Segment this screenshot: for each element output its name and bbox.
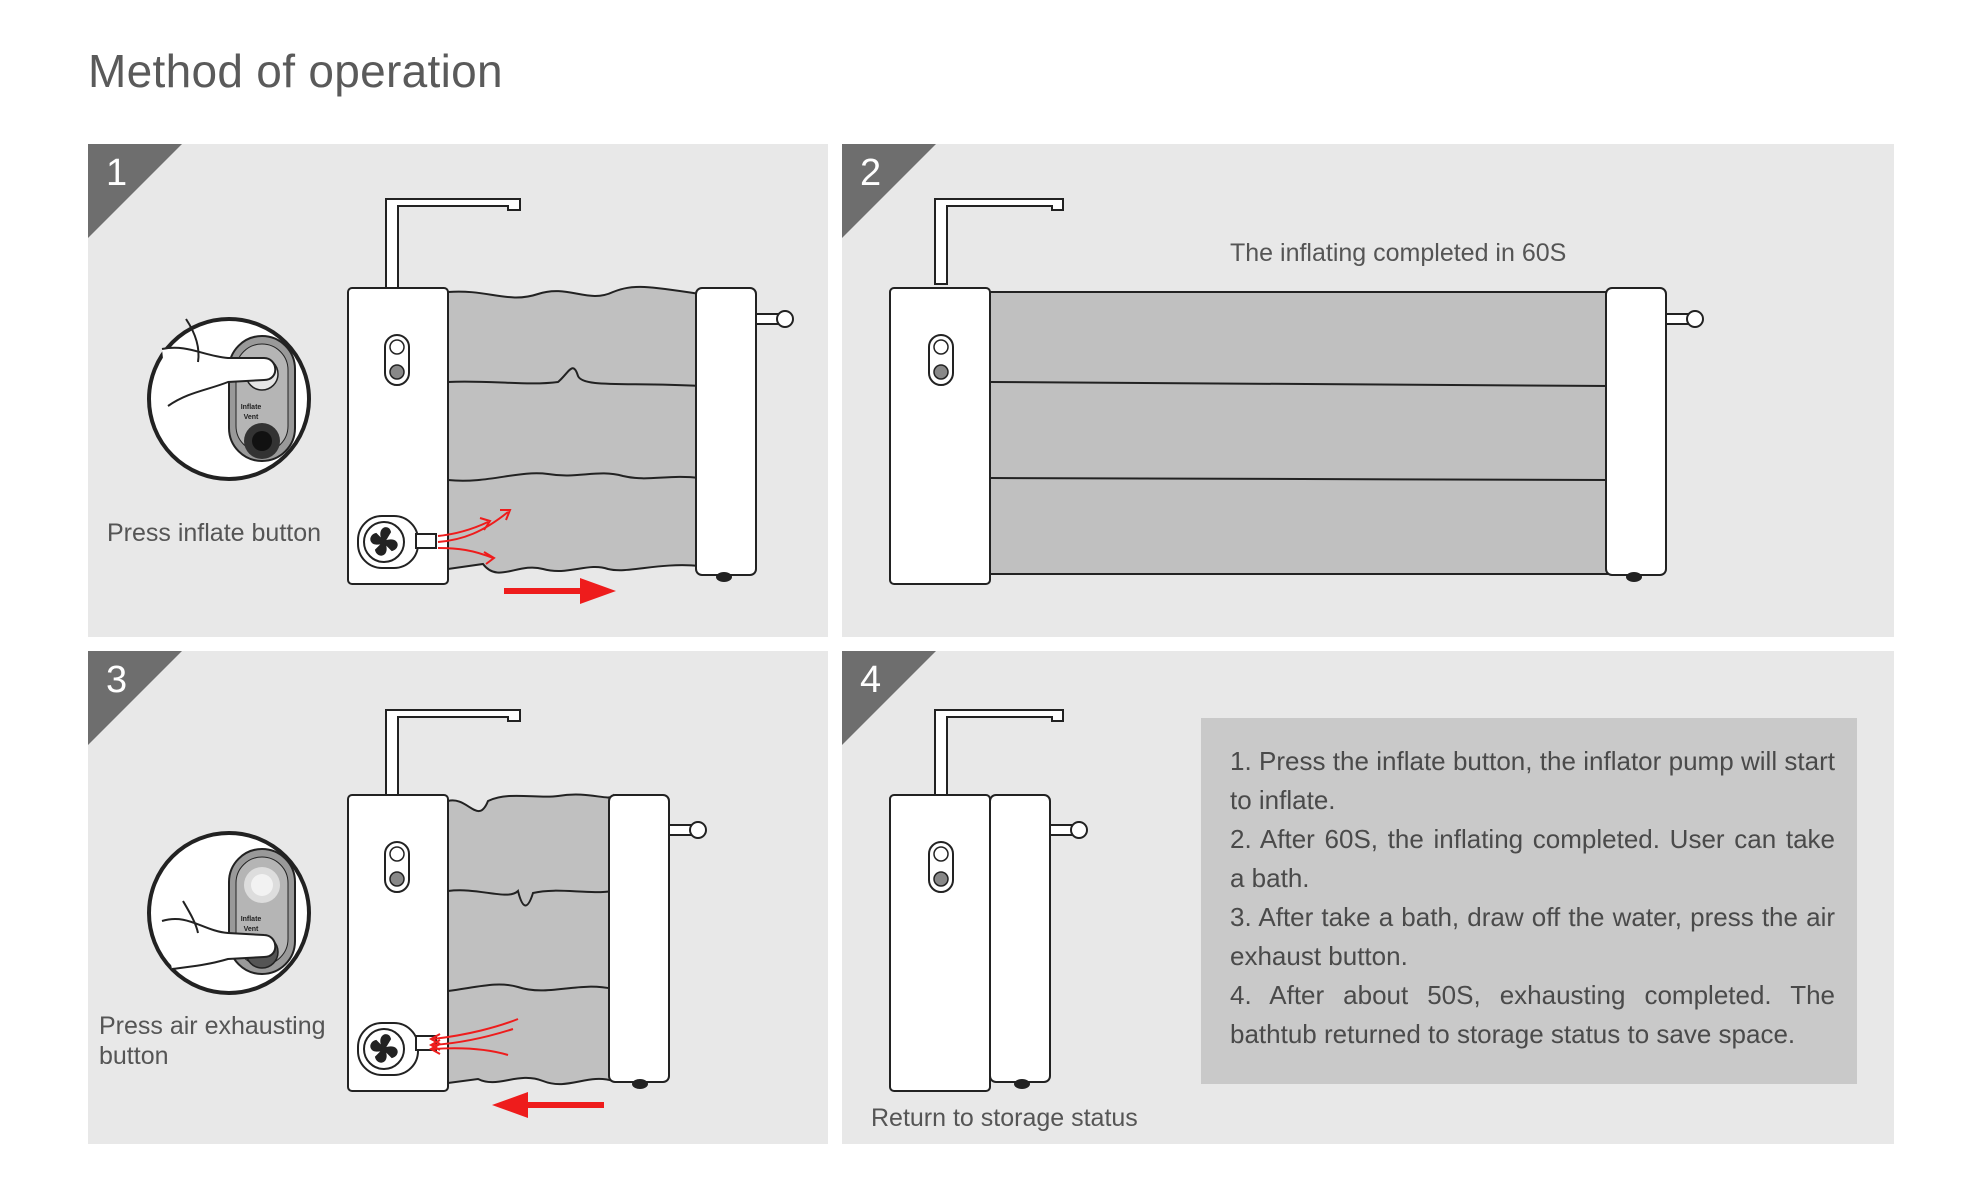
fan-icon: [357, 1022, 437, 1076]
airflow-arrows-icon: [428, 1018, 519, 1056]
step-corner-tag: [842, 144, 936, 238]
tub-deflating: [447, 793, 614, 1086]
step-1-illustration: Inflate Vent: [147, 198, 794, 604]
finger-press-icon: [147, 317, 311, 481]
step-3-illustration: Inflate Vent: [147, 709, 707, 1118]
faucet-icon: [385, 198, 521, 289]
step-number: 4: [860, 659, 882, 701]
instruction-item: 1. Press the inflate button, the inflato…: [1230, 746, 1835, 815]
step-4-illustration: [889, 709, 1088, 1092]
vent-label: Vent: [244, 414, 259, 421]
vent-label: Vent: [244, 926, 259, 933]
step-2-panel: 2 The inflating completed in 60S: [842, 144, 1894, 637]
step-3-panel: Inflate Vent 3 Press air exhausting butt…: [88, 651, 828, 1144]
step-1-panel: Inflate Vent 1 Press inflate button: [88, 144, 828, 637]
step-corner-tag: [842, 651, 936, 745]
direction-arrow-icon: [504, 578, 616, 604]
step-caption: Press inflate button: [107, 519, 322, 547]
step-number: 2: [860, 152, 882, 194]
page-title: Method of operation: [88, 45, 503, 97]
faucet-icon: [934, 198, 1064, 285]
step-2-illustration: [889, 198, 1704, 585]
instructions-list: 1. Press the inflate button, the inflato…: [1230, 742, 1835, 1054]
step-4-panel: 4 Return to storage status 1. Press the …: [842, 651, 1894, 1144]
tub-deflated: [447, 285, 701, 574]
step-corner-tag: [88, 651, 182, 745]
airflow-arrows-icon: [437, 509, 512, 565]
inflate-label: Inflate: [241, 404, 262, 411]
faucet-icon: [385, 709, 521, 796]
step-number: 1: [106, 152, 128, 194]
inflate-label: Inflate: [241, 916, 262, 923]
instructions-box: 1. Press the inflate button, the inflato…: [1201, 718, 1857, 1084]
step-corner-tag: [88, 144, 182, 238]
step-caption: Press air exhausting button: [99, 1012, 326, 1070]
instruction-item: 2. After 60S, the inflating completed. U…: [1230, 824, 1835, 893]
faucet-icon: [934, 709, 1064, 796]
step-caption: The inflating completed in 60S: [1230, 239, 1567, 267]
fan-icon: [357, 515, 437, 569]
direction-arrow-icon: [492, 1092, 604, 1118]
finger-press-icon: [147, 831, 311, 995]
step-number: 3: [106, 659, 128, 701]
step-caption: Return to storage status: [871, 1104, 1138, 1132]
instruction-item: 3. After take a bath, draw off the water…: [1230, 902, 1835, 971]
instruction-item: 4. After about 50S, exhausting completed…: [1230, 980, 1835, 1049]
